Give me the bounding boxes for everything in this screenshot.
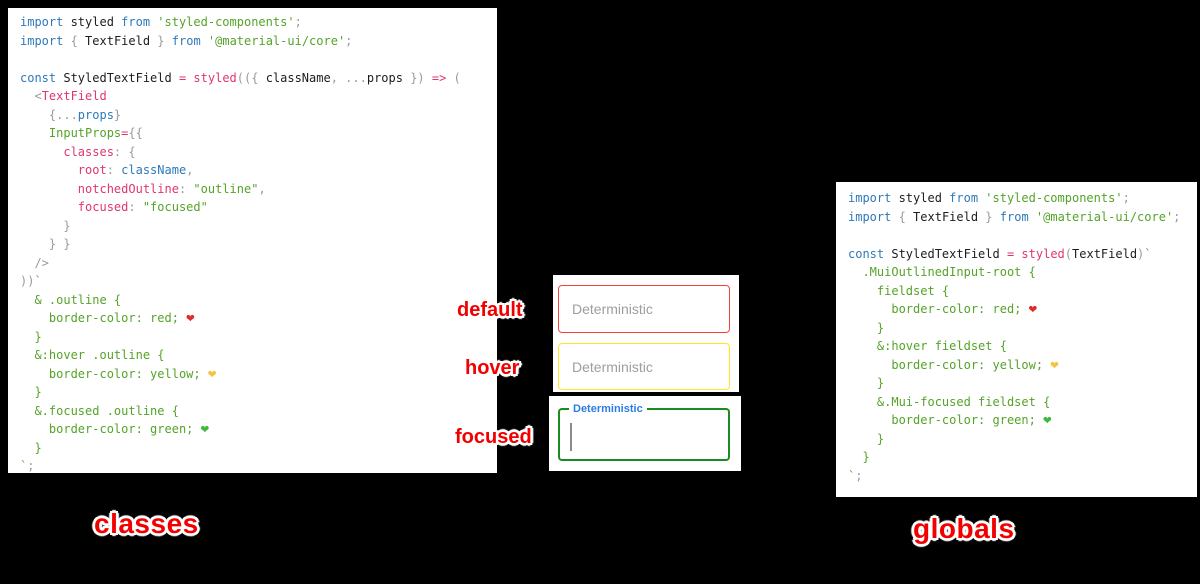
code-line: notchedOutline: "outline", bbox=[20, 181, 266, 196]
yellow-heart-icon: ❤ bbox=[1050, 356, 1059, 373]
code-line: root: className, bbox=[20, 163, 194, 177]
code-line: const StyledTextField = styled(TextField… bbox=[848, 246, 1152, 261]
code-line: const StyledTextField = styled(({ classN… bbox=[20, 70, 461, 85]
code-line: `; bbox=[20, 459, 35, 473]
code-line: import styled from 'styled-components'; bbox=[848, 191, 1130, 205]
code-line: `; bbox=[848, 468, 863, 483]
textfield-hover[interactable]: Deterministic bbox=[558, 343, 730, 390]
state-label-focused: focused bbox=[455, 426, 532, 448]
code-line: } bbox=[848, 376, 885, 390]
globals-code-block: import styled from 'styled-components'; i… bbox=[836, 182, 1197, 497]
textfield-focused-label: Deterministic bbox=[573, 403, 643, 415]
code-line: import { TextField } from '@material-ui/… bbox=[848, 209, 1181, 224]
textfield-default-placeholder: Deterministic bbox=[572, 301, 653, 317]
caption-globals: globals bbox=[913, 513, 1015, 544]
code-line: &.Mui-focused fieldset { bbox=[848, 394, 1051, 409]
code-line: border-color: yellow; ❤ bbox=[20, 365, 217, 382]
code-line: &.focused .outline { bbox=[20, 403, 179, 418]
code-line: } bbox=[20, 440, 42, 455]
code-line: classes: { bbox=[20, 144, 136, 159]
code-line: import styled from 'styled-components'; bbox=[20, 15, 302, 29]
code-line bbox=[848, 226, 1197, 245]
code-line: border-color: red; ❤ bbox=[20, 310, 195, 326]
code-line: import { TextField } from '@material-ui/… bbox=[20, 33, 353, 48]
red-heart-icon: ❤ bbox=[1028, 301, 1038, 317]
classes-code-block: import styled from 'styled-components'; i… bbox=[8, 8, 497, 473]
code-line: } } bbox=[20, 237, 71, 251]
code-line: border-color: green; ❤ bbox=[20, 421, 210, 437]
code-line: <TextField bbox=[20, 89, 107, 103]
code-line: } bbox=[20, 329, 42, 344]
code-line: {...props} bbox=[20, 107, 122, 122]
green-heart-icon: ❤ bbox=[200, 421, 210, 437]
code-line: } bbox=[20, 385, 42, 399]
yellow-heart-icon: ❤ bbox=[207, 365, 217, 382]
textfield-focused[interactable]: Deterministic bbox=[558, 403, 730, 461]
code-line: & .outline { bbox=[20, 292, 122, 307]
state-label-hover: hover bbox=[465, 357, 520, 379]
textfield-hover-placeholder: Deterministic bbox=[572, 358, 653, 375]
code-line: fieldset { bbox=[848, 283, 950, 298]
green-heart-icon: ❤ bbox=[1043, 412, 1052, 428]
code-line: border-color: red; ❤ bbox=[848, 301, 1038, 317]
code-line: InputProps={{ bbox=[20, 126, 143, 140]
code-line: border-color: yellow; ❤ bbox=[848, 356, 1059, 373]
code-line: &:hover fieldset { bbox=[848, 339, 1007, 353]
caption-classes: classes bbox=[94, 508, 199, 539]
code-line: } bbox=[848, 320, 885, 335]
code-line: &:hover .outline { bbox=[20, 348, 165, 362]
text-cursor bbox=[570, 423, 572, 451]
code-line bbox=[20, 50, 497, 69]
code-line: ))` bbox=[20, 274, 42, 288]
code-line: } bbox=[848, 431, 885, 446]
code-line: /> bbox=[20, 255, 49, 270]
textfield-default[interactable]: Deterministic bbox=[558, 285, 730, 333]
code-line: } bbox=[848, 450, 870, 464]
code-line: border-color: green; ❤ bbox=[848, 412, 1052, 428]
state-label-default: default bbox=[457, 299, 523, 321]
code-line: focused: "focused" bbox=[20, 200, 208, 214]
code-line: .MuiOutlinedInput-root { bbox=[848, 265, 1036, 279]
red-heart-icon: ❤ bbox=[186, 310, 195, 326]
code-line: } bbox=[20, 218, 71, 233]
